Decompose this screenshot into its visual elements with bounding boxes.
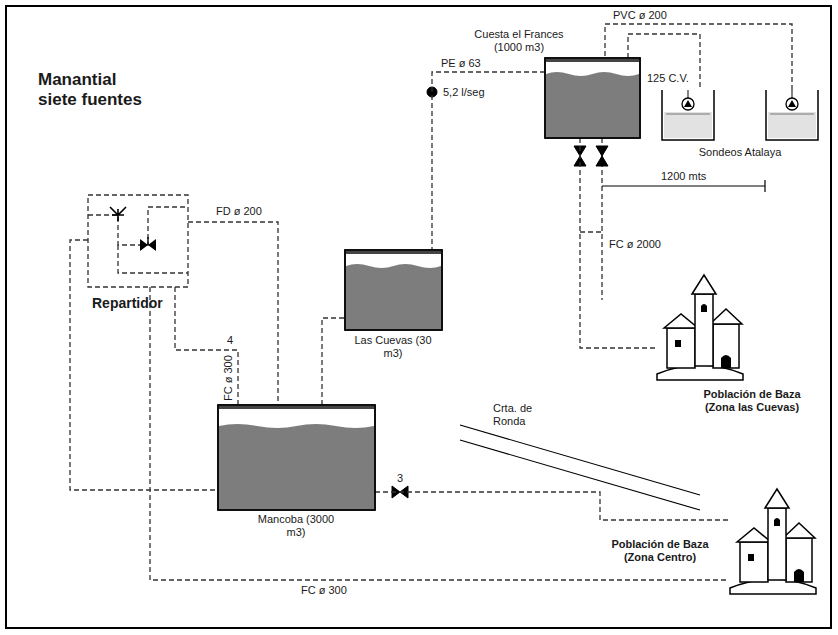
water-tank: Cuesta el Frances (1000 m3)	[545, 58, 640, 138]
distance-label: 1200 mts	[660, 170, 707, 183]
pipe-line	[432, 72, 545, 250]
tank-label: Cuesta el Frances (1000 m3)	[465, 28, 573, 54]
callout-number: 3	[396, 472, 404, 485]
distributor-box-drawing	[88, 195, 188, 287]
water-tank-drawing	[345, 250, 442, 330]
town-label: Población de Baza (Zona las Cuevas)	[687, 388, 817, 414]
town-illustration-drawing	[728, 486, 818, 596]
town-illustration-drawing	[655, 272, 745, 382]
pipe-line	[70, 240, 218, 490]
pipe-label: FC ø 300	[222, 354, 235, 402]
pipe-line	[150, 287, 728, 580]
pipe-line	[322, 318, 345, 405]
pipe-label: FC ø 2000	[608, 238, 662, 251]
pipe-label: FC ø 300	[300, 584, 348, 597]
spring-title: Manantial siete fuentes	[38, 70, 158, 110]
town-illustration: Población de Baza (Zona las Cuevas)	[655, 272, 745, 382]
pipe-line	[175, 287, 238, 405]
pipe-label: PVC ø 200	[612, 9, 668, 22]
water-tank: Mancoba (3000 m3)	[218, 405, 375, 510]
town-label: Población de Baza (Zona Centro)	[598, 538, 722, 564]
borehole-label: Sondeos Atalaya	[680, 146, 800, 159]
distributor-label: Repartidor	[92, 295, 202, 312]
callout-number: 4	[226, 334, 234, 347]
distributor-box: Manantial siete fuentesRepartidor	[88, 195, 188, 287]
pipe-line	[188, 222, 278, 405]
water-tank-drawing	[545, 58, 640, 138]
pipe-label: PE ø 63	[440, 57, 482, 70]
borehole-group: Sondeos Atalaya	[662, 90, 818, 140]
pump-power: 125 C.V.	[646, 72, 690, 85]
pipe-label: FD ø 200	[215, 205, 263, 218]
water-tank: Las Cuevas (30 m3)	[345, 250, 442, 330]
pipe-line	[375, 492, 728, 520]
tank-label: Las Cuevas (30 m3)	[353, 334, 433, 360]
borehole-group-drawing	[662, 90, 818, 140]
tank-label: Mancoba (3000 m3)	[256, 513, 336, 539]
water-tank-drawing	[218, 405, 375, 510]
road-label: Crta. de Ronda	[492, 402, 556, 428]
flow-rate: 5,2 l/seg	[442, 86, 486, 99]
town-illustration: Población de Baza (Zona Centro)	[728, 486, 818, 596]
